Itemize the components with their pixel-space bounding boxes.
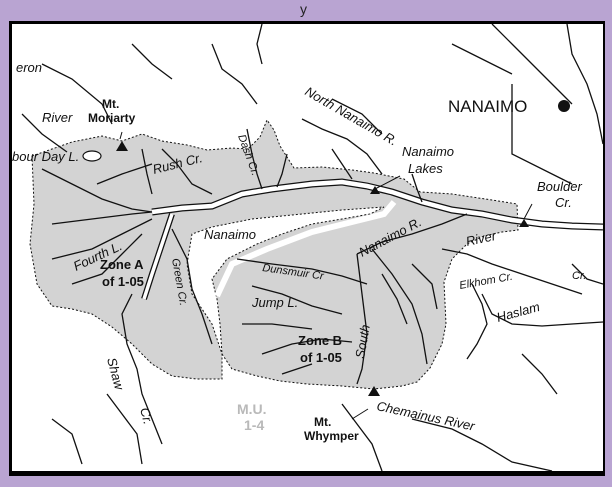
zone-shaded-area [29, 118, 519, 390]
label-south: South [352, 323, 373, 359]
label-river: River [465, 228, 498, 249]
labour-day-lake [82, 150, 102, 162]
mt-moriarty-marker [116, 141, 128, 151]
label-zone-a-2: of 1-05 [102, 274, 144, 289]
label-zone-a-1: Zone A [100, 257, 144, 272]
mt-whymper-marker [368, 386, 380, 396]
label-nanaimo-river-1: Nanaimo [204, 227, 256, 242]
road-corridor [214, 200, 397, 298]
label-river-west: River [42, 110, 73, 125]
label-boulder-cr: Cr. [555, 195, 572, 210]
label-boulder: Boulder [537, 179, 582, 194]
label-chemainus-river: Chemainus River [375, 398, 476, 434]
nanaimo-river-inner [151, 179, 603, 230]
label-north-nanaimo-r: North Nanaimo R. [303, 84, 401, 149]
green-creek-inner [142, 213, 174, 300]
label-labour-day-lake: bour Day L. [12, 149, 79, 164]
map-canvas: eron River bour Day L. Mt. Moriarty Nort… [12, 24, 603, 471]
label-mu-num: 1-4 [244, 417, 264, 433]
label-shaw-cr: Cr. [137, 406, 156, 426]
label-mu: M.U. [237, 401, 267, 417]
label-mt-whymper-1: Mt. [314, 415, 331, 429]
frame-title-fragment: y [300, 1, 307, 17]
map-border: eron River bour Day L. Mt. Moriarty Nort… [9, 21, 605, 476]
label-mt-moriarty-1: Mt. [102, 97, 119, 111]
map-svg: eron River bour Day L. Mt. Moriarty Nort… [12, 24, 603, 471]
label-haslam: Haslam [495, 299, 542, 325]
label-nanaimo-lakes-1: Nanaimo [402, 144, 454, 159]
label-mt-whymper-2: Whymper [304, 429, 359, 443]
label-elkhorn-cr: Elkhom Cr. [458, 271, 513, 292]
label-zone-b-2: of 1-05 [300, 350, 342, 365]
label-zone-b-1: Zone B [298, 333, 342, 348]
label-mt-moriarty-2: Moriarty [88, 111, 136, 125]
label-jump-l: Jump L. [251, 295, 298, 310]
streams [21, 24, 603, 471]
label-shaw: Shaw [104, 356, 127, 393]
pointer-lines [119, 131, 533, 420]
nanaimo-city-dot [558, 100, 570, 112]
label-cameron: eron [16, 60, 42, 75]
label-nanaimo-city: NANAIMO [448, 97, 527, 116]
label-cr-right: Cr. [572, 270, 586, 282]
boulder-cr-marker [519, 219, 529, 227]
nanaimo-lakes-marker [370, 186, 380, 194]
label-nanaimo-lakes-2: Lakes [408, 161, 443, 176]
